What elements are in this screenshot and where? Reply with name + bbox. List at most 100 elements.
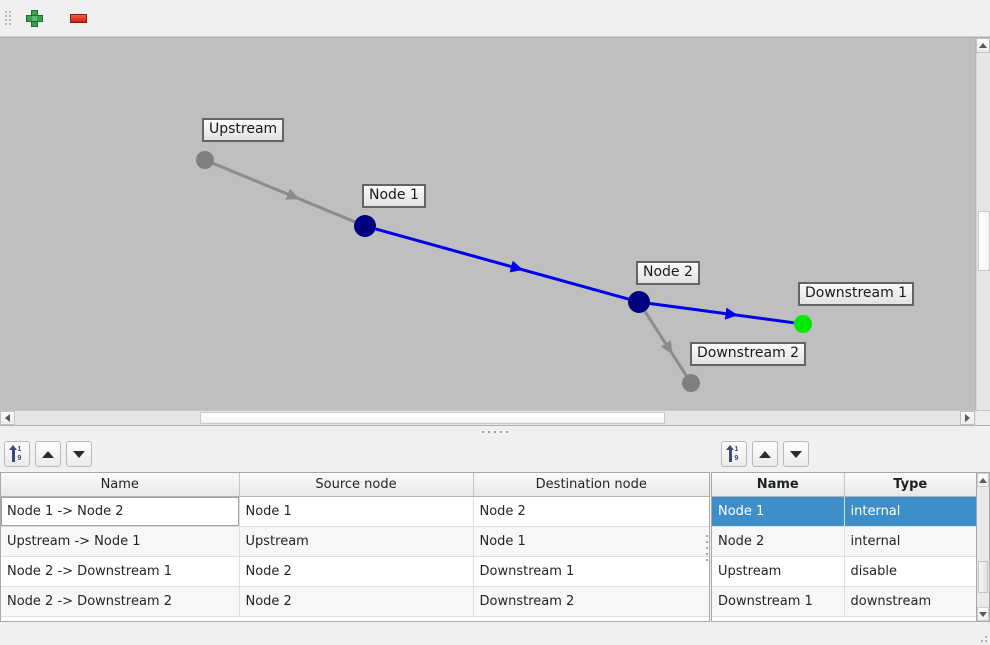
- vertical-splitter-grip: [706, 533, 708, 563]
- table-cell[interactable]: Node 2: [239, 586, 474, 617]
- graph-vertical-scrollbar[interactable]: [975, 38, 990, 425]
- graph-edge-node1-node2[interactable]: [375, 227, 629, 301]
- graph-node-label-node2[interactable]: Node 2: [636, 261, 700, 285]
- graph-edge-arrow-node2-downstream2: [660, 340, 673, 355]
- graph-node-label-upstream[interactable]: Upstream: [202, 118, 285, 142]
- grip-dot: [985, 636, 987, 638]
- table-cell[interactable]: Node 1: [712, 496, 845, 527]
- table-cell[interactable]: Node 1: [473, 526, 709, 557]
- nodes-scroll-up-button[interactable]: [977, 473, 989, 487]
- scroll-right-button[interactable]: [960, 411, 975, 425]
- graph-node-downstream2[interactable]: [682, 374, 700, 392]
- table-cell[interactable]: Node 1 -> Node 2: [1, 496, 240, 527]
- graph-edge-arrow-node2-downstream1: [724, 307, 739, 320]
- nodes-move-up-button[interactable]: [752, 441, 778, 467]
- column-header-source-node[interactable]: Source node: [239, 473, 474, 497]
- table-empty-cell: [712, 616, 976, 621]
- graph-node-downstream1[interactable]: [794, 315, 812, 333]
- table-cell[interactable]: Downstream 1: [473, 556, 709, 587]
- graph-edge-upstream-node1[interactable]: [212, 162, 356, 224]
- table-cell[interactable]: Upstream: [712, 556, 845, 587]
- table-cell[interactable]: Node 2 -> Downstream 2: [1, 586, 240, 617]
- column-header-type[interactable]: Type: [844, 473, 976, 497]
- table-cell[interactable]: Node 1: [239, 496, 474, 527]
- sort-icon-digit-1: 1: [734, 446, 739, 453]
- scroll-left-button[interactable]: [0, 411, 15, 425]
- nodes-scroll-thumb[interactable]: [978, 561, 988, 593]
- table-cell[interactable]: Upstream: [239, 526, 474, 557]
- table-cell[interactable]: downstream: [844, 586, 976, 617]
- sort-ascending-icon: 1 9: [725, 445, 743, 463]
- grip-dot: [5, 19, 7, 21]
- splitter-dot: [706, 535, 708, 537]
- graph-hscroll-thumb[interactable]: [200, 412, 665, 424]
- graph-node-label-downstream1[interactable]: Downstream 1: [798, 282, 915, 306]
- table-cell[interactable]: Downstream 1: [712, 586, 845, 617]
- window-resize-grip[interactable]: [978, 633, 988, 643]
- splitter-dot: [706, 553, 708, 555]
- column-header-name[interactable]: Name: [1, 473, 240, 497]
- table-cell[interactable]: Node 2 -> Downstream 1: [1, 556, 240, 587]
- plus-icon-center: [31, 15, 37, 21]
- table-cell[interactable]: disable: [844, 556, 976, 587]
- connections-move-down-button[interactable]: [66, 441, 92, 467]
- graph-edges-layer: [196, 151, 812, 392]
- sort-icon-arrowhead: [8, 445, 17, 450]
- triangle-up-icon: [759, 450, 771, 458]
- graph-node-node1[interactable]: [354, 215, 376, 237]
- nodes-move-down-button[interactable]: [783, 441, 809, 467]
- table-cell[interactable]: internal: [844, 496, 976, 527]
- nodes-scroll-down-button[interactable]: [977, 607, 989, 621]
- graph-edge-node2-downstream1[interactable]: [649, 301, 795, 325]
- remove-node-button[interactable]: [65, 5, 91, 31]
- graph-node-upstream[interactable]: [196, 151, 214, 169]
- connections-move-up-button[interactable]: [35, 441, 61, 467]
- graph-vscroll-trough[interactable]: [976, 53, 990, 410]
- toolbar-drag-handle[interactable]: [3, 7, 13, 29]
- table-empty-row: [712, 616, 976, 621]
- horizontal-splitter[interactable]: [0, 426, 990, 438]
- table-cell[interactable]: Node 2: [473, 496, 709, 527]
- table-cell[interactable]: Upstream -> Node 1: [1, 526, 240, 557]
- grip-dot: [981, 640, 983, 642]
- status-bar: [0, 623, 990, 645]
- table-cell[interactable]: Node 2: [712, 526, 845, 557]
- table-cell[interactable]: Downstream 2: [473, 586, 709, 617]
- graph-edge-node2-downstream2[interactable]: [643, 310, 688, 377]
- graph-vscroll-thumb[interactable]: [978, 211, 990, 271]
- splitter-grip: [480, 431, 510, 433]
- graph-node-node2[interactable]: [628, 291, 650, 313]
- column-header-name[interactable]: Name: [712, 473, 845, 497]
- vertical-splitter[interactable]: [703, 468, 711, 628]
- table-cell[interactable]: internal: [844, 526, 976, 557]
- graph-node-label-node1[interactable]: Node 1: [362, 184, 426, 208]
- graph-node-label-downstream2[interactable]: Downstream 2: [690, 342, 807, 366]
- scroll-up-button[interactable]: [976, 38, 990, 53]
- add-node-button[interactable]: [21, 5, 47, 31]
- nodes-table-vertical-scrollbar[interactable]: [977, 472, 990, 622]
- connections-sort-button[interactable]: 1 9: [4, 441, 30, 467]
- column-header-destination-node[interactable]: Destination node: [473, 473, 709, 497]
- graph-horizontal-scrollbar[interactable]: [0, 410, 990, 425]
- nodes-sort-button[interactable]: 1 9: [721, 441, 747, 467]
- table-cell[interactable]: Node 2: [239, 556, 474, 587]
